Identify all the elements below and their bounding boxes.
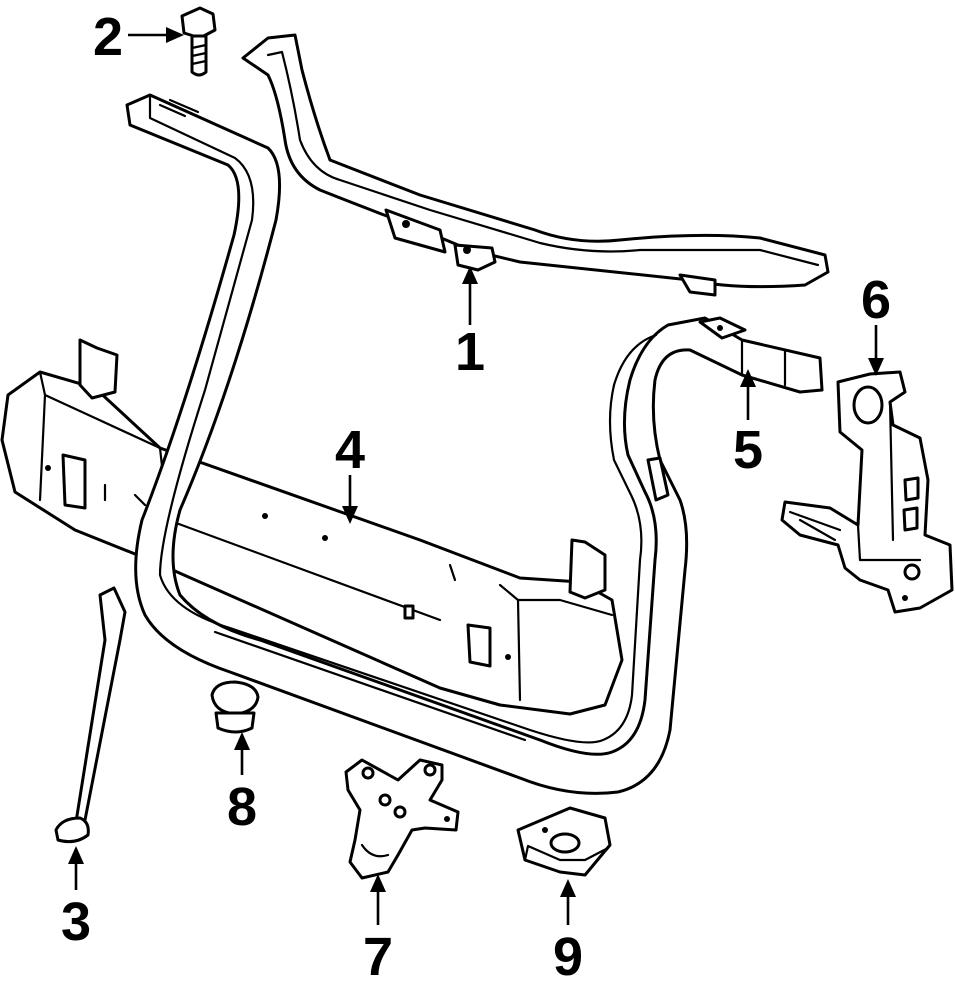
callout-9-label: 9 [553, 927, 583, 987]
part-2-bolt[interactable] [180, 6, 217, 77]
part-9-plate[interactable] [516, 806, 612, 877]
callout-9: 9 [553, 879, 583, 987]
radiator-support-frame[interactable] [125, 93, 824, 795]
part-4-lower-crossmember[interactable] [0, 338, 624, 716]
callout-5: 5 [733, 369, 763, 480]
part-6-side-bracket[interactable] [780, 370, 954, 614]
callout-1-label: 1 [455, 322, 485, 382]
callout-5-label: 5 [733, 420, 763, 480]
callout-2: 2 [93, 7, 184, 67]
callout-4-label: 4 [335, 420, 365, 480]
callout-7-label: 7 [363, 927, 393, 987]
part-5-upper-bracket[interactable] [698, 316, 747, 340]
callout-6: 6 [861, 270, 891, 376]
part-8-grommet[interactable] [210, 680, 260, 734]
part-7-latch-bracket[interactable] [344, 758, 460, 880]
callout-3-label: 3 [61, 892, 91, 952]
part-1-upper-tie-bar[interactable] [241, 33, 830, 297]
callout-2-label: 2 [93, 7, 123, 67]
callout-1: 1 [455, 266, 485, 382]
callout-8: 8 [227, 732, 257, 837]
callout-8-label: 8 [227, 777, 257, 837]
callout-7: 7 [363, 874, 393, 987]
callout-4: 4 [335, 420, 365, 524]
callout-3: 3 [61, 846, 91, 952]
callout-6-label: 6 [861, 270, 891, 330]
part-3-prop-rod[interactable] [54, 586, 127, 844]
